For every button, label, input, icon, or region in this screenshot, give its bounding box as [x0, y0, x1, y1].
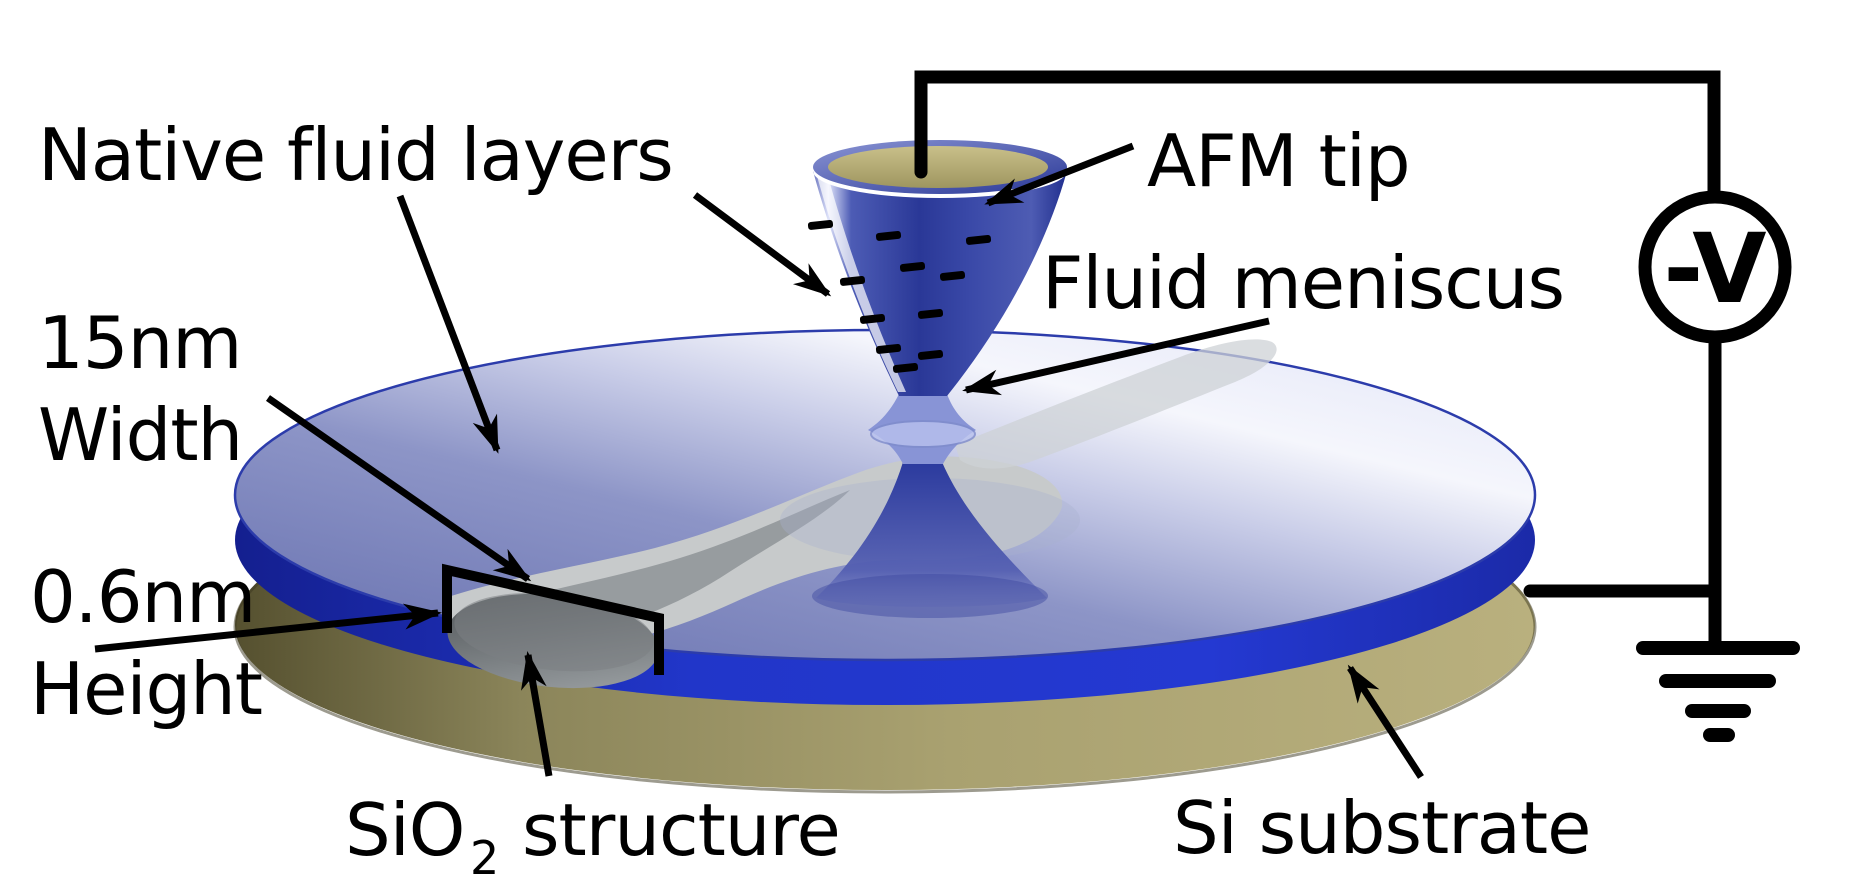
- labels: Native fluid layers 15nm Width 0.6nm Hei…: [30, 113, 1770, 885]
- meniscus-ring: [870, 420, 976, 448]
- arrow-native-to-cone: [692, 192, 832, 297]
- label-afm-tip: AFM tip: [1147, 119, 1410, 203]
- label-height-word: Height: [30, 647, 262, 731]
- ground-symbol: [1636, 641, 1800, 742]
- label-width-value: 15nm: [38, 301, 241, 385]
- label-fluid-meniscus: Fluid meniscus: [1042, 241, 1564, 325]
- label-native-fluid-layers: Native fluid layers: [38, 113, 673, 197]
- label-sio2-suffix: structure: [522, 788, 840, 872]
- label-si-substrate: Si substrate: [1173, 786, 1590, 870]
- bias-circuit: [914, 70, 1800, 742]
- tip-reflection: [816, 462, 1047, 607]
- tip-top-face: [828, 146, 1048, 188]
- structure-band-upper: [955, 339, 1277, 469]
- voltage-source-symbol: [1638, 190, 1792, 344]
- sio2-cross-section: [447, 592, 659, 689]
- wire-tip-to-source: [914, 70, 1721, 198]
- label-width-word: Width: [38, 393, 242, 477]
- label-sio2-subscript: 2: [470, 831, 499, 885]
- tip-reflection-base: [812, 574, 1048, 618]
- arrow-height-to-edge: [94, 603, 442, 653]
- negative-charge-dashes: [807, 219, 992, 373]
- label-height-value: 0.6nm: [30, 555, 255, 639]
- arrow-width-to-bracket: [266, 395, 532, 582]
- afm-tip-assembly: [807, 140, 1067, 618]
- arrow-afmtip-to-cone: [984, 142, 1135, 207]
- arrow-sio2-to-structure: [521, 651, 553, 777]
- label-voltage: -V: [1663, 213, 1766, 325]
- annotation-arrows: [94, 142, 1424, 779]
- arrow-substrate-to-rim: [1347, 664, 1424, 779]
- arrow-meniscus-to-waist: [962, 317, 1270, 396]
- label-sio2-prefix: SiO: [345, 788, 464, 872]
- dimension-bracket: [442, 563, 664, 675]
- arrow-native-to-surface: [396, 194, 501, 454]
